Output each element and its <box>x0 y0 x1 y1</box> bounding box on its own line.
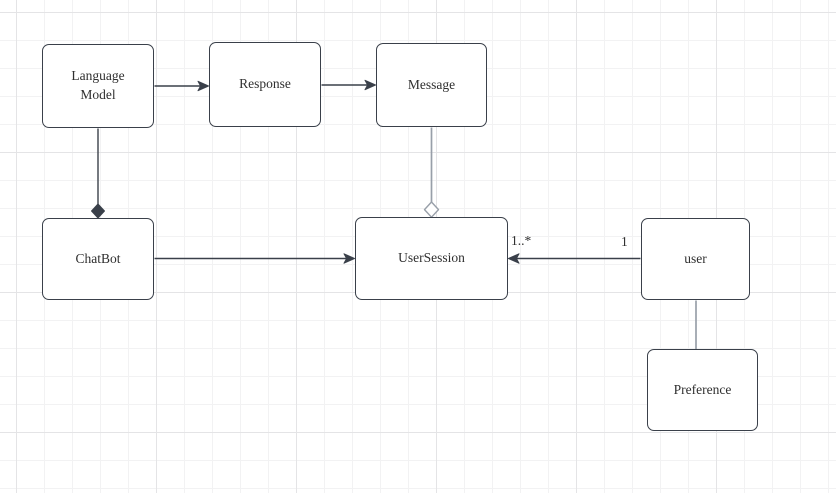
arrowhead-icon <box>197 80 209 92</box>
arrowhead-icon <box>364 79 376 91</box>
node-usersession[interactable]: UserSession <box>355 217 508 300</box>
node-user[interactable]: user <box>641 218 750 300</box>
edge-language-model-chatbot-composition[interactable] <box>91 128 105 219</box>
multiplicity-label-usersession-end[interactable]: 1..* <box>511 233 532 248</box>
edge-user-to-usersession[interactable] <box>508 253 641 264</box>
node-label: ChatBot <box>75 250 121 266</box>
aggregation-diamond-icon <box>423 201 440 218</box>
node-chatbot[interactable]: ChatBot <box>42 218 154 300</box>
edge-response-to-message[interactable] <box>321 79 376 91</box>
arrowhead-icon <box>343 253 355 264</box>
node-label: Response <box>239 76 291 92</box>
edge-message-usersession-aggregation[interactable] <box>423 127 440 218</box>
node-label: Preference <box>673 381 732 397</box>
multiplicity-label-user-end[interactable]: 1 <box>621 234 628 249</box>
node-label: user <box>684 250 707 266</box>
node-label: Language Model <box>71 68 125 102</box>
composition-diamond-icon <box>91 203 105 219</box>
node-message[interactable]: Message <box>376 43 487 127</box>
edge-chatbot-to-usersession[interactable] <box>154 253 355 264</box>
node-label: Message <box>407 76 456 92</box>
node-preference[interactable]: Preference <box>647 349 758 431</box>
node-language-model[interactable]: Language Model <box>42 44 154 128</box>
edge-language-model-to-response[interactable] <box>154 80 209 92</box>
node-label: UserSession <box>398 250 465 266</box>
arrowhead-icon <box>508 253 520 264</box>
node-response[interactable]: Response <box>209 42 321 127</box>
